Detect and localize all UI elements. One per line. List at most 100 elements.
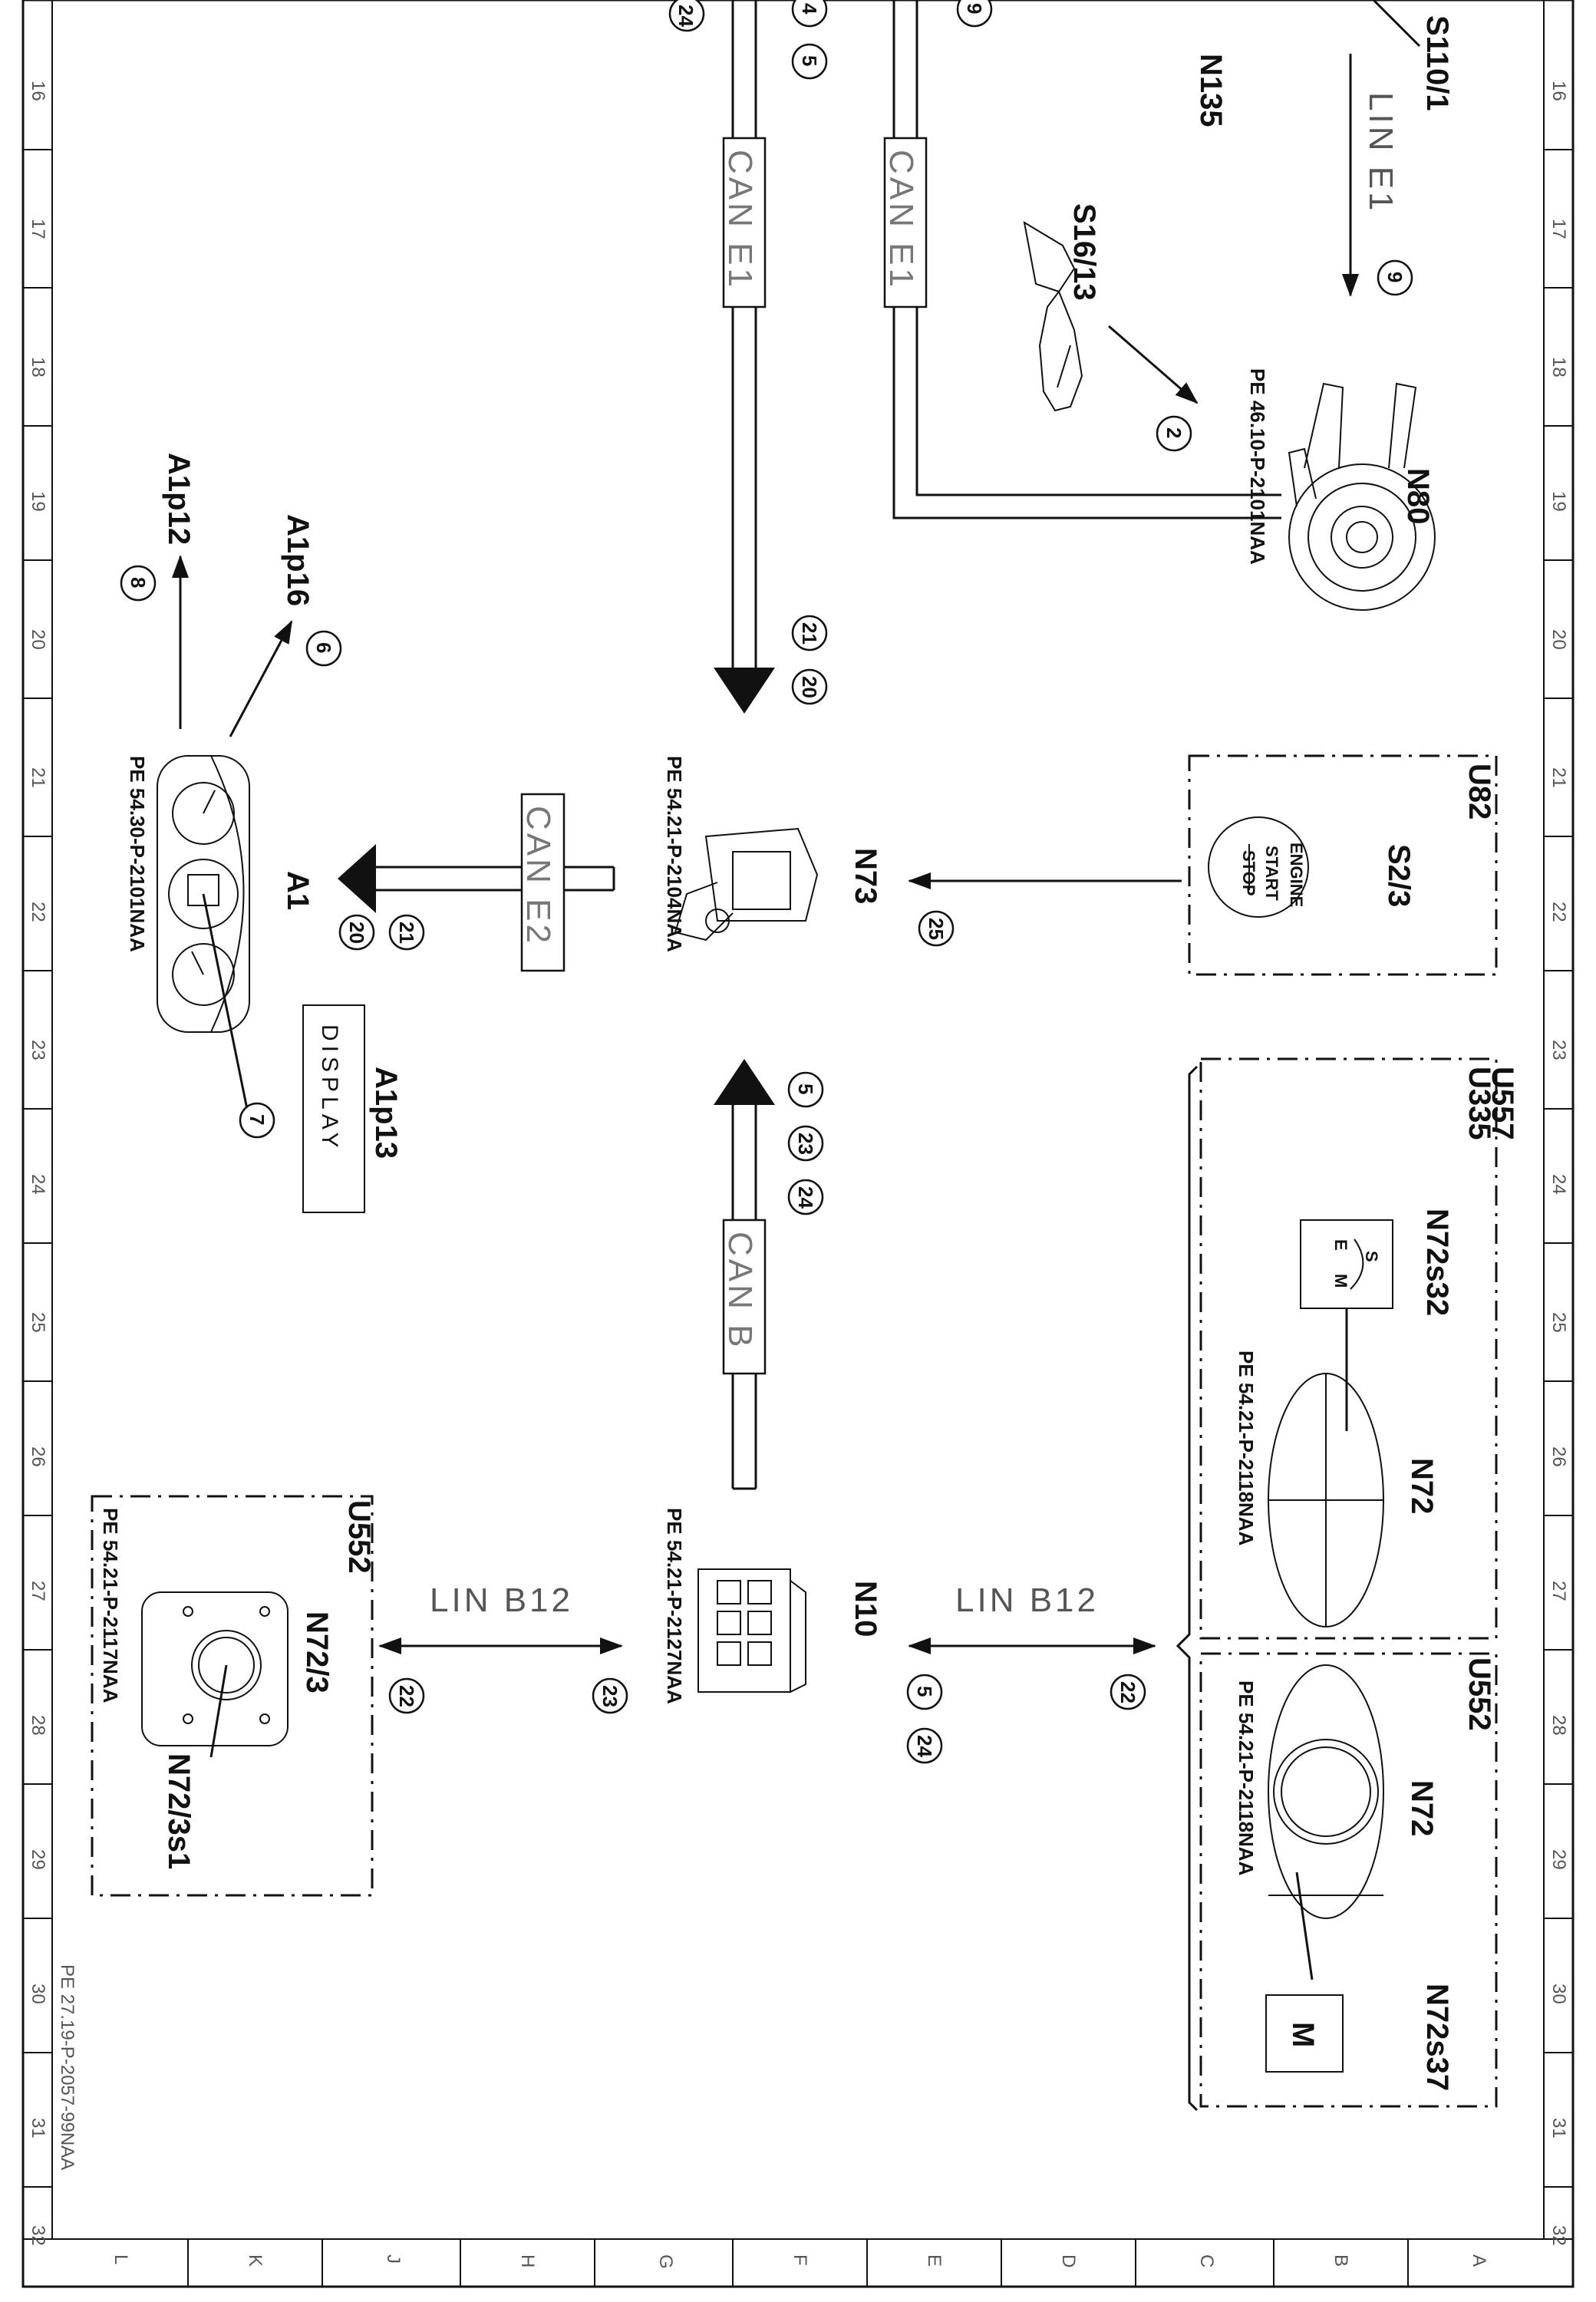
signal-circle: 20 (338, 914, 375, 951)
row-label: 26 (28, 1446, 48, 1467)
svg-text:23: 23 (598, 1685, 622, 1707)
signal-circle: 22 (388, 1677, 425, 1714)
n72-3-ref: PE 54.21-P-2117NAA (99, 1508, 122, 1703)
n72-bottom-ref: PE 54.21-P-2118NAA (1235, 1680, 1258, 1876)
sme-s: S (1362, 1251, 1381, 1262)
col-label: L (110, 2254, 131, 2264)
n80-module (1288, 382, 1436, 611)
signal-circle: 22 (1110, 1674, 1146, 1710)
a1-ref: PE 54.30-P-2101NAA (126, 756, 149, 952)
col-label: B (1331, 2254, 1351, 2267)
col-label: K (245, 2254, 265, 2267)
s110-1-label: S110/1 (1420, 15, 1454, 111)
n72-top-ref: PE 54.21-P-2118NAA (1235, 1351, 1258, 1546)
signal-circle: 4 (791, 0, 828, 28)
row-label: 19 (28, 491, 48, 512)
row-label: 19 (1548, 491, 1569, 512)
col-label: G (655, 2254, 676, 2269)
can-e1-label-left: CAN E1 (721, 150, 759, 290)
row-ticks-left (23, 149, 52, 2188)
row-label: 20 (1548, 629, 1569, 650)
col-labels-bottom: L K J H G F E D C B A (110, 2254, 1489, 2269)
signal-circle: 2 (1156, 415, 1192, 452)
n72s37-m: M (1286, 2022, 1320, 2047)
row-label: 30 (28, 1984, 48, 2004)
u552-right-dashed-box (1199, 1652, 1498, 2108)
signal-circle: 8 (120, 565, 157, 602)
n80-label: N80 (1401, 468, 1435, 524)
n72-bottom-label: N72 (1405, 1780, 1439, 1836)
svg-text:24: 24 (674, 5, 697, 27)
can-e1-label-right: CAN E1 (882, 150, 920, 290)
row-label: 22 (1548, 902, 1569, 922)
row-label: 28 (28, 1715, 48, 1736)
signal-circle: 23 (592, 1677, 628, 1714)
s16-13-arrow (1108, 325, 1199, 404)
signal-circle: 6 (305, 630, 342, 667)
n72-overhead-top (1268, 1373, 1384, 1628)
n10-module (697, 1568, 806, 1693)
row-label: 16 (1548, 81, 1569, 101)
a1-display-leader (202, 893, 251, 1121)
row-label: 23 (1548, 1040, 1569, 1060)
signal-circle: 5 (791, 43, 828, 80)
u557-u335-brace (1176, 1065, 1199, 2112)
row-label: 23 (28, 1040, 48, 1060)
start-stop-button: ENGINE START STOP (1208, 816, 1309, 918)
sme-e: E (1331, 1239, 1350, 1251)
n72s32-switch (1300, 1219, 1393, 1309)
svg-text:20: 20 (798, 676, 821, 698)
row-label: 31 (28, 2118, 48, 2139)
u552-right-label: U552 (1462, 1657, 1496, 1731)
row-labels-left: 16 17 18 19 20 21 22 23 24 25 26 27 28 2… (28, 81, 48, 2246)
col-label: A (1469, 2254, 1489, 2267)
u557-u335-dashed-box (1199, 1057, 1498, 1640)
svg-text:20: 20 (345, 922, 368, 944)
start-text: START (1262, 846, 1281, 901)
row-label: 17 (28, 219, 48, 239)
row-label: 21 (28, 767, 48, 788)
col-label: J (383, 2254, 404, 2264)
row-label: 17 (1548, 219, 1569, 239)
signal-circle: 24 (906, 1727, 943, 1764)
svg-text:5: 5 (794, 1083, 817, 1094)
n73-module (674, 827, 819, 942)
signal-circle: 5 (906, 1674, 943, 1710)
col-label: E (924, 2254, 945, 2267)
n72-3s1-leader (209, 1664, 228, 1758)
n72-3-switch-panel (141, 1591, 289, 1746)
signal-circle: 21 (791, 615, 828, 651)
signal-circle: 7 (239, 1102, 275, 1139)
can-e2-harness: CAN E2 (338, 793, 615, 972)
row-label: 30 (1548, 1984, 1569, 2004)
row-label: 26 (1548, 1446, 1569, 1467)
a1p12-label: A1p12 (162, 453, 196, 545)
row-label: 20 (28, 629, 48, 650)
row-label: 32 (28, 2225, 48, 2246)
row-labels-right: 16 17 18 19 20 21 22 23 24 25 26 27 28 2… (1548, 81, 1569, 2246)
u82-label: U82 (1462, 763, 1496, 820)
s110-1-leader (1372, 0, 1421, 48)
u335-label: U335 (1462, 1067, 1496, 1140)
a1-instrument-cluster (157, 755, 250, 1033)
signal-circle: 20 (791, 668, 828, 705)
svg-text:25: 25 (925, 918, 948, 940)
svg-text:5: 5 (913, 1686, 936, 1697)
u552-left-dashed-box (91, 1495, 374, 1897)
n72s32-label: N72s32 (1420, 1209, 1454, 1316)
can-b-label: CAN B (721, 1232, 759, 1350)
a1p16-arrow (229, 620, 293, 737)
can-e2-label: CAN E2 (519, 806, 557, 946)
a1-label: A1 (281, 871, 315, 910)
svg-text:22: 22 (395, 1685, 418, 1707)
signal-circle: 5 (787, 1071, 824, 1108)
n72-3s1-label: N72/3s1 (162, 1753, 196, 1869)
row-label: 25 (28, 1312, 48, 1333)
engine-text: ENGINE (1287, 843, 1306, 907)
document-id: PE 27.19-P-2057-99NAA (57, 1964, 77, 2170)
svg-text:23: 23 (794, 1133, 817, 1155)
svg-text:21: 21 (798, 622, 821, 645)
signal-circle: 24 (668, 0, 705, 32)
row-label: 27 (28, 1581, 48, 1601)
